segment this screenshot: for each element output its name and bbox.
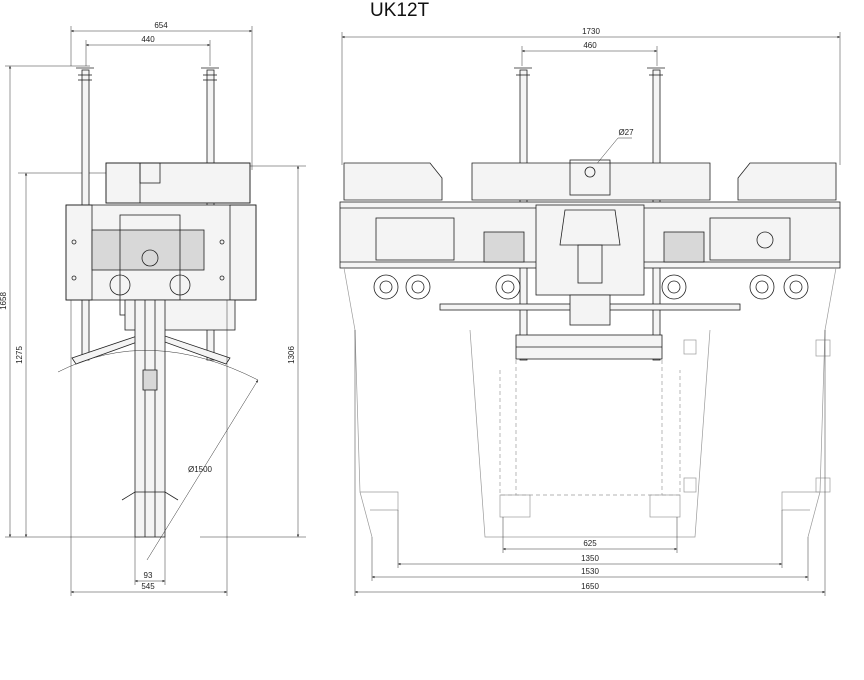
front-view: 1730 460 Ø27 xyxy=(339,27,841,596)
dim-440-label: 440 xyxy=(141,35,155,44)
dim-93-label: 93 xyxy=(144,571,153,580)
dim-460-label: 460 xyxy=(583,41,597,50)
dim-654: 654 xyxy=(70,21,253,170)
dim-93: 93 xyxy=(134,537,166,585)
dim-625: 625 xyxy=(502,517,678,553)
dim-545: 545 xyxy=(70,300,228,596)
dim-radius: Ø1500 xyxy=(57,350,259,561)
dim-1350-label: 1350 xyxy=(581,554,599,563)
base-frame-outline xyxy=(343,267,837,538)
side-upper-block xyxy=(105,162,251,204)
dim-440: 440 xyxy=(85,35,211,66)
dim-1306-label: 1306 xyxy=(287,346,296,364)
dim-654-label: 654 xyxy=(154,21,168,30)
top-cover-right xyxy=(737,162,837,201)
top-cover-left xyxy=(343,162,443,201)
dim-1730-label: 1730 xyxy=(582,27,600,36)
side-mast xyxy=(134,299,166,538)
dim-1650-label: 1650 xyxy=(581,582,599,591)
dim-1530: 1530 xyxy=(371,537,809,581)
dim-1658: 1658 xyxy=(0,65,140,538)
dim-1275: 1275 xyxy=(15,172,110,537)
wheels xyxy=(373,274,809,300)
dim-1530-label: 1530 xyxy=(581,567,599,576)
dim-1350: 1350 xyxy=(397,510,783,568)
dim-radius-label: Ø1500 xyxy=(188,465,213,474)
dim-1650: 1650 xyxy=(354,330,826,596)
dim-460: 460 xyxy=(521,41,658,66)
top-cover-center xyxy=(471,162,711,201)
drawing-title: UK12T xyxy=(370,0,430,21)
dim-1275-label: 1275 xyxy=(15,346,24,364)
dim-545-label: 545 xyxy=(141,582,155,591)
dim-1730: 1730 xyxy=(341,27,841,165)
dim-diameter-label: Ø27 xyxy=(618,128,634,137)
side-view: 654 440 1658 1275 1306 xyxy=(0,21,306,596)
dim-1658-label: 1658 xyxy=(0,292,8,310)
dim-625-label: 625 xyxy=(583,539,597,548)
